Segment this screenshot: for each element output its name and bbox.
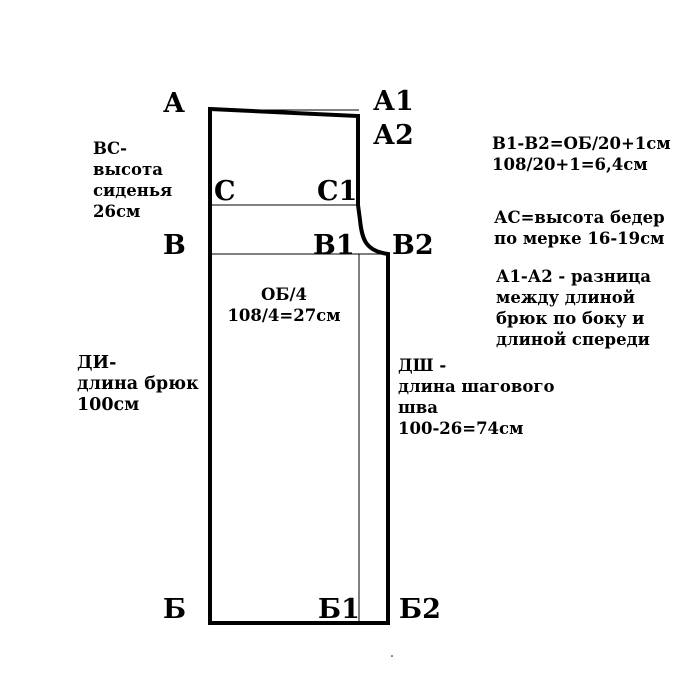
point-bottom1-label: Б1	[318, 594, 360, 625]
b1-b2-formula-note: В1-В2=ОБ/20+1см 108/20+1=6,4см	[492, 134, 671, 174]
point-a-label: А	[163, 88, 185, 119]
pattern-outline	[208, 106, 390, 625]
hip-quarter-note: ОБ/4 108/4=27см	[227, 285, 341, 325]
point-c-label: С	[214, 176, 236, 207]
a1-a2-difference-note: А1-А2 - разница между длиной брюк по бок…	[496, 267, 651, 349]
trouser-length-note: ДИ- длина брюк 100см	[77, 353, 199, 415]
point-a2-label: А2	[373, 120, 414, 151]
point-c1-label: С1	[317, 176, 358, 207]
seat-height-note: ВС- высота сиденья 26см	[93, 139, 173, 221]
point-bottom-label: Б	[163, 594, 187, 625]
point-b2-label: В2	[392, 230, 434, 261]
point-bottom2-label: Б2	[399, 594, 441, 625]
hip-height-note: АС=высота бедер по мерке 16-19см	[494, 208, 665, 248]
inseam-length-note: ДШ - длина шагового шва 100-26=74см	[398, 356, 555, 438]
point-b-label: В	[163, 230, 186, 261]
point-b1-label: В1	[313, 230, 355, 261]
stray-dot	[391, 655, 393, 657]
point-a1-label: А1	[373, 86, 414, 117]
